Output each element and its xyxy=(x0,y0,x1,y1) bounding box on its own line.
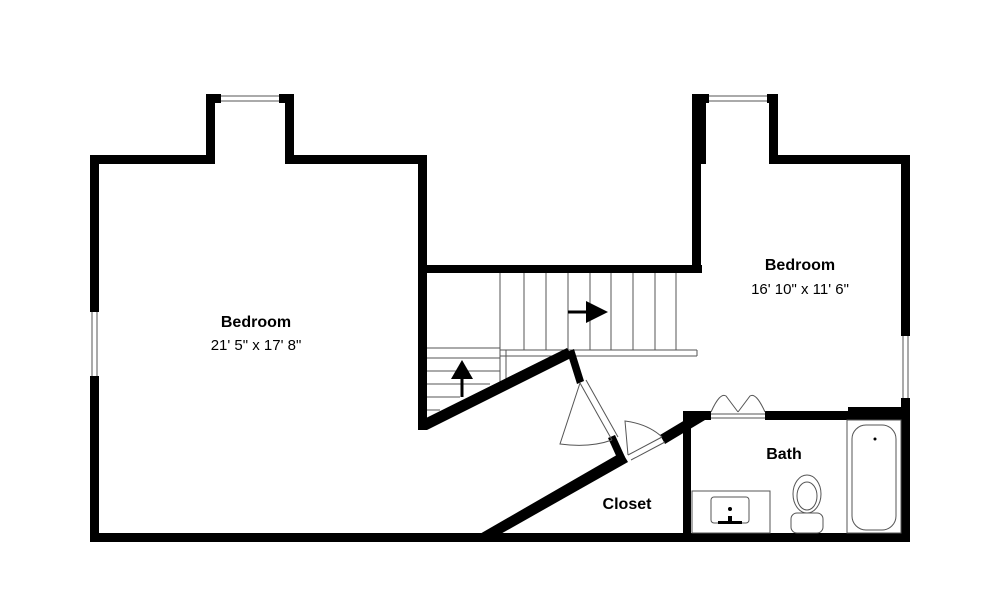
right-window xyxy=(900,336,911,398)
closet-door-icon xyxy=(624,420,666,461)
stair-top-wall xyxy=(418,265,702,273)
bath-name: Bath xyxy=(766,446,802,463)
right-bedroom-dimensions: 16' 10" x 11' 6" xyxy=(751,281,849,298)
hall-short-wall xyxy=(567,349,584,384)
stair-arrow-up-icon xyxy=(451,360,473,397)
right-bedroom-walls xyxy=(692,94,910,542)
toilet-icon xyxy=(790,474,824,534)
bottom-wall xyxy=(90,533,910,542)
top-window-right xyxy=(709,93,767,104)
left-window xyxy=(89,312,100,376)
bath-door-icon xyxy=(710,394,766,419)
bathtub-icon xyxy=(846,419,902,534)
closet-bath-wall xyxy=(683,420,691,540)
right-bedroom-name: Bedroom xyxy=(765,257,835,274)
closet-diagonal-wall xyxy=(478,452,628,540)
top-window-left xyxy=(221,93,279,104)
sink-icon xyxy=(691,490,771,534)
hall-door-icon xyxy=(559,379,619,446)
left-bedroom-dimensions: 21' 5" x 17' 8" xyxy=(211,337,302,354)
closet-name: Closet xyxy=(603,496,653,513)
bath-top-wall xyxy=(683,407,910,420)
stair-arrow-right-icon xyxy=(568,301,608,323)
stair-diagonal-wall xyxy=(418,348,573,430)
staircase xyxy=(427,273,698,411)
left-bedroom-name: Bedroom xyxy=(221,314,291,331)
